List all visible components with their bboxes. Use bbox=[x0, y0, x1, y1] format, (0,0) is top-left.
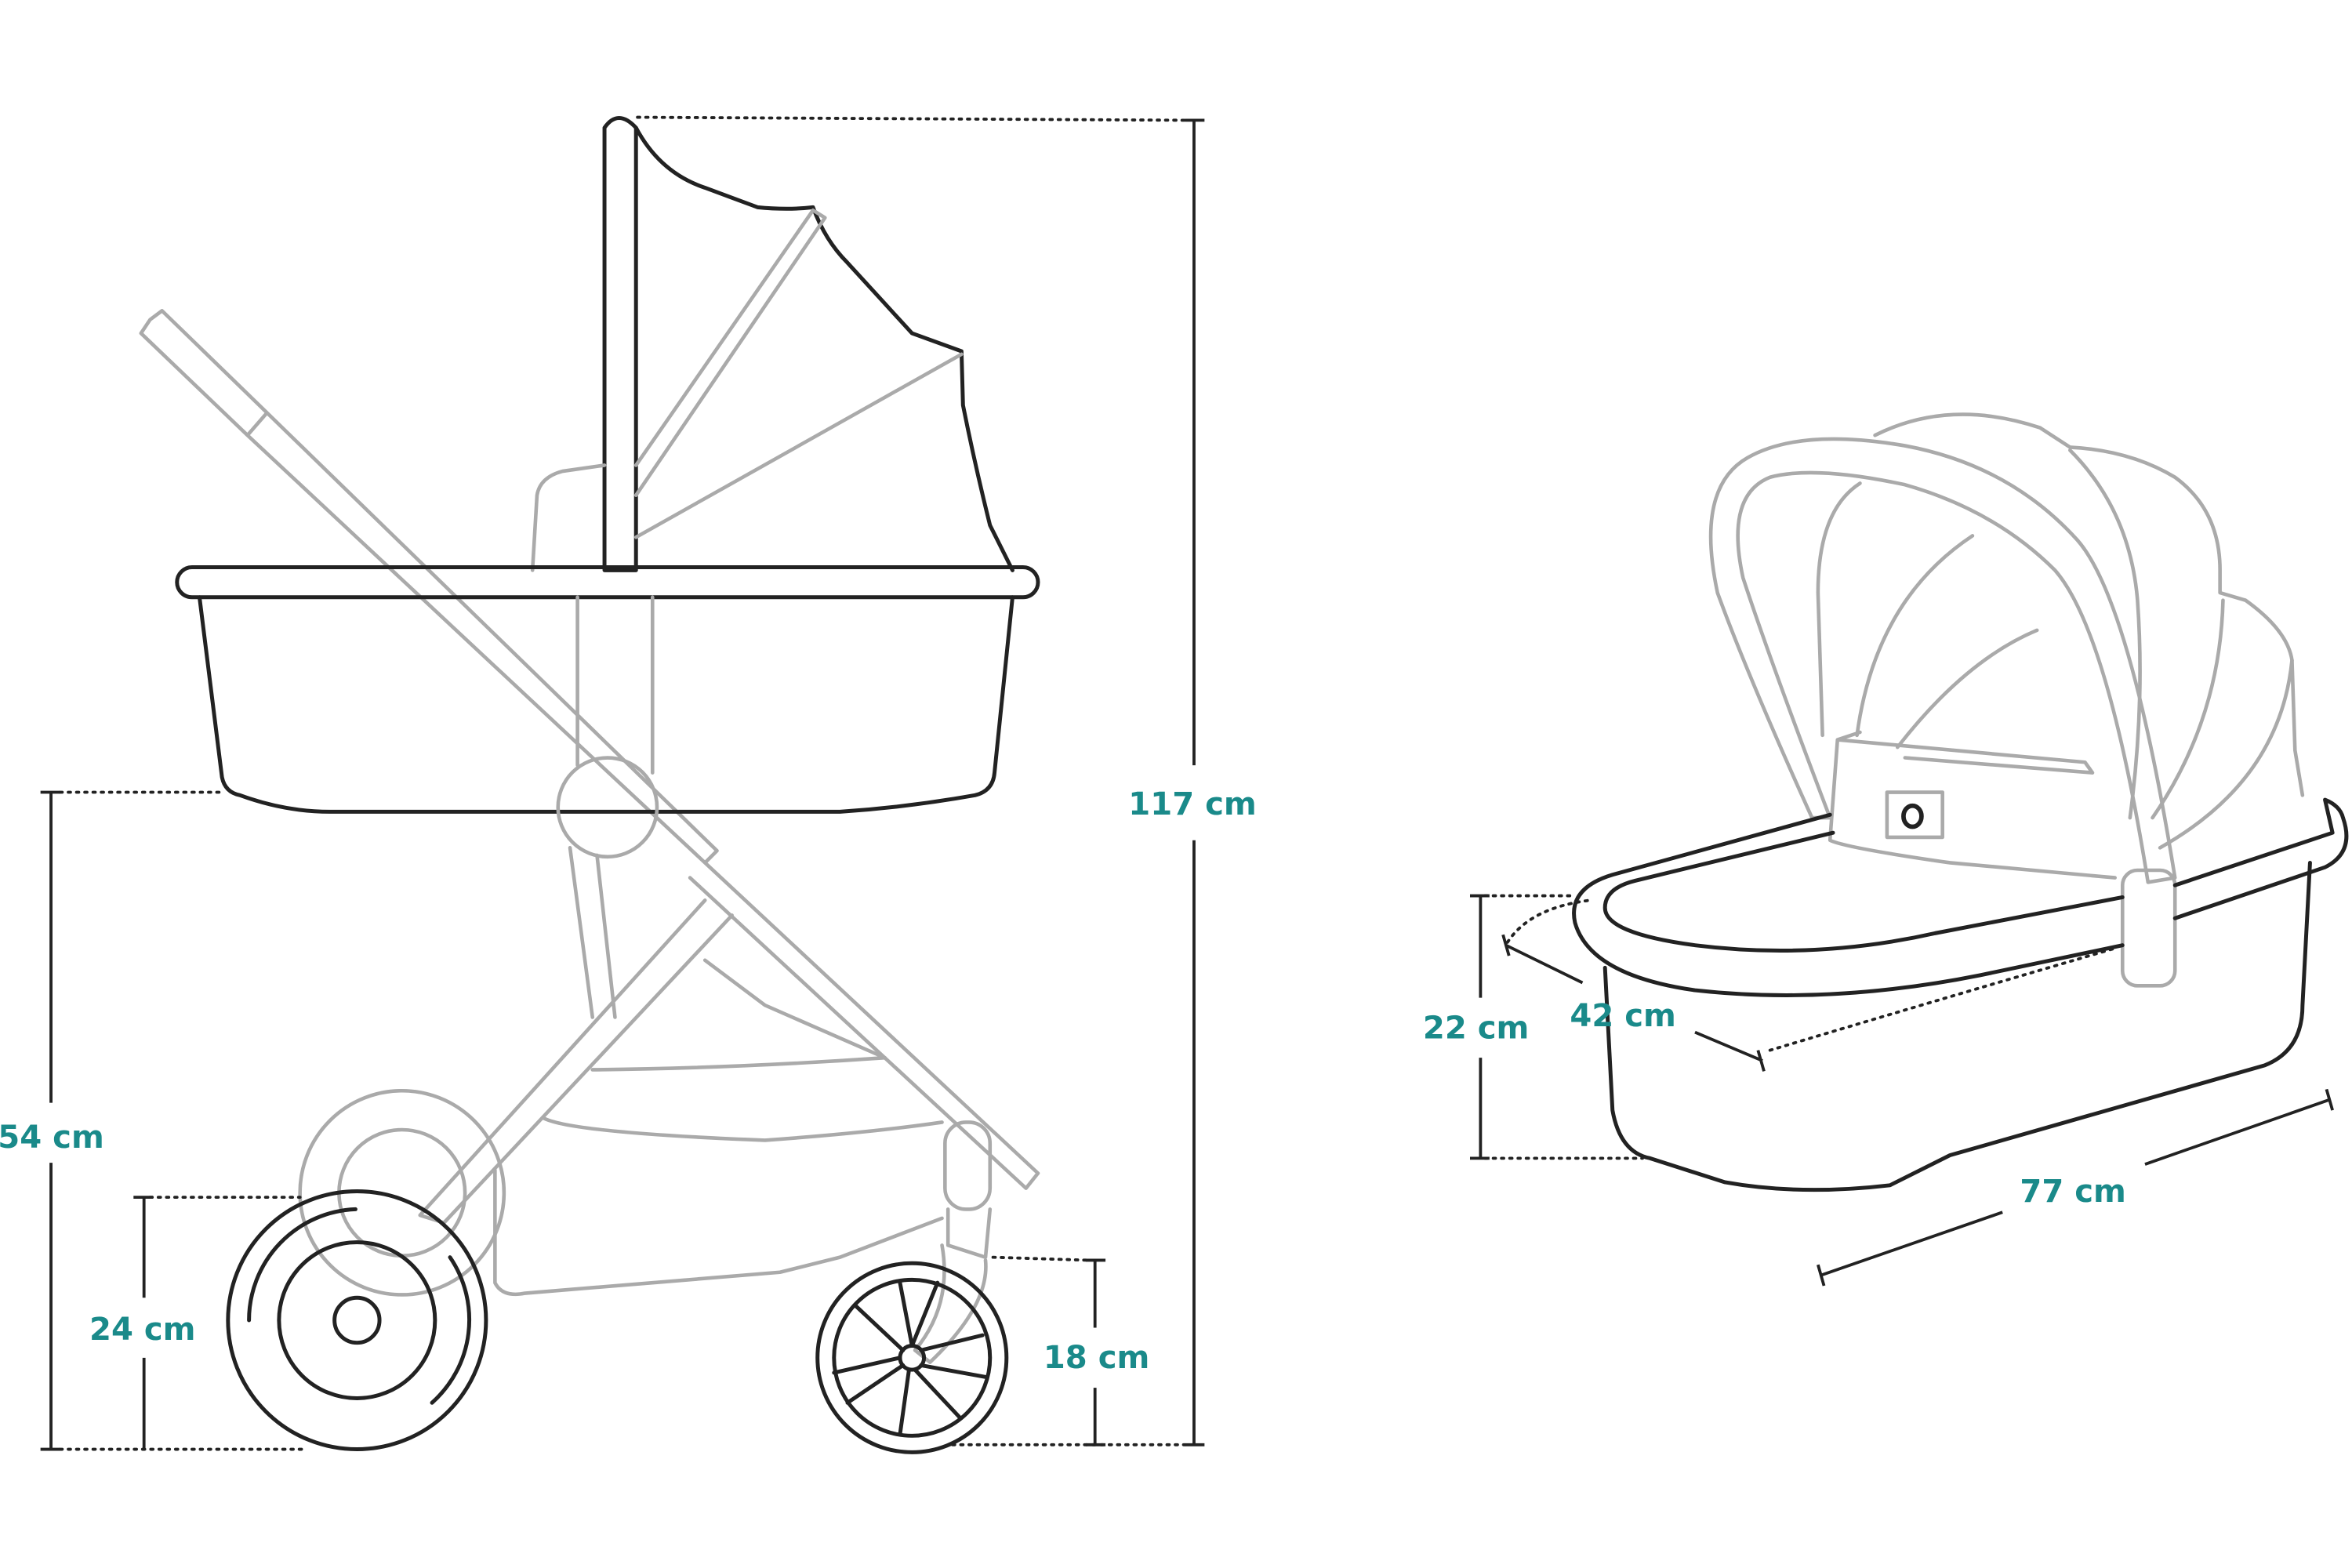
rear-wheel-label: 24 cm bbox=[89, 1312, 196, 1348]
carrycot-length-label: 77 cm bbox=[2020, 1174, 2126, 1210]
front-wheel bbox=[815, 1261, 1009, 1454]
rear-wheel bbox=[226, 1189, 488, 1452]
stroller-side-view bbox=[40, 115, 1205, 1454]
carrycot-width-label: 42 cm bbox=[1570, 998, 1676, 1034]
front-wheel-label: 18 cm bbox=[1044, 1340, 1150, 1376]
total-height-label: 117 cm bbox=[1128, 786, 1256, 822]
carrycot-height-label: 22 cm bbox=[1423, 1010, 1530, 1046]
carrycot-view bbox=[1470, 412, 2349, 1287]
bassinet-height-label: 54 cm bbox=[0, 1120, 104, 1156]
